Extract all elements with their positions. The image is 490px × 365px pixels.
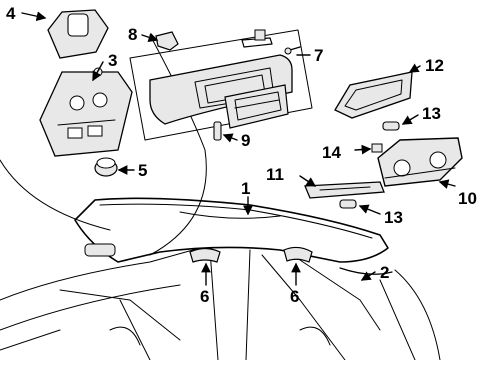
visor-lamp-bulb [213,121,222,141]
rearview-mirror [84,243,116,257]
callout-5: 5 [138,161,147,180]
leader-lines [21,11,456,286]
callout-labels: 1 2 3 4 5 6 6 7 8 9 10 11 12 13 13 14 [6,4,477,306]
lamp-bulb-socket [94,157,118,177]
reading-lamp-housing [377,137,463,187]
visor-clip [155,31,179,51]
lamp-lens [334,71,413,119]
lamp-bracket [304,181,385,199]
bulb-socket [371,143,383,153]
callout-3: 3 [108,51,117,70]
callout-14: 14 [322,143,341,162]
callout-4: 4 [6,4,16,23]
callout-2: 2 [380,263,389,282]
bulb-upper [382,121,400,131]
sun-visor-assembly [129,29,313,141]
callout-10: 10 [458,189,477,208]
callout-13-upper: 13 [422,104,441,123]
car-body-outline [0,34,441,361]
assist-handle-right [283,246,313,263]
callout-11: 11 [266,165,284,184]
assist-handle-left [189,247,221,263]
callout-6-left: 6 [200,287,209,306]
bulb-lower [339,199,357,209]
callout-13-lower: 13 [384,208,403,227]
callout-9: 9 [241,131,250,150]
callout-7: 7 [314,46,323,65]
dome-lamp-housing [47,9,109,59]
callout-8: 8 [128,25,137,44]
overhead-console [39,67,133,157]
callout-12: 12 [425,56,444,75]
callout-6-right: 6 [290,287,299,306]
callout-1: 1 [241,179,250,198]
